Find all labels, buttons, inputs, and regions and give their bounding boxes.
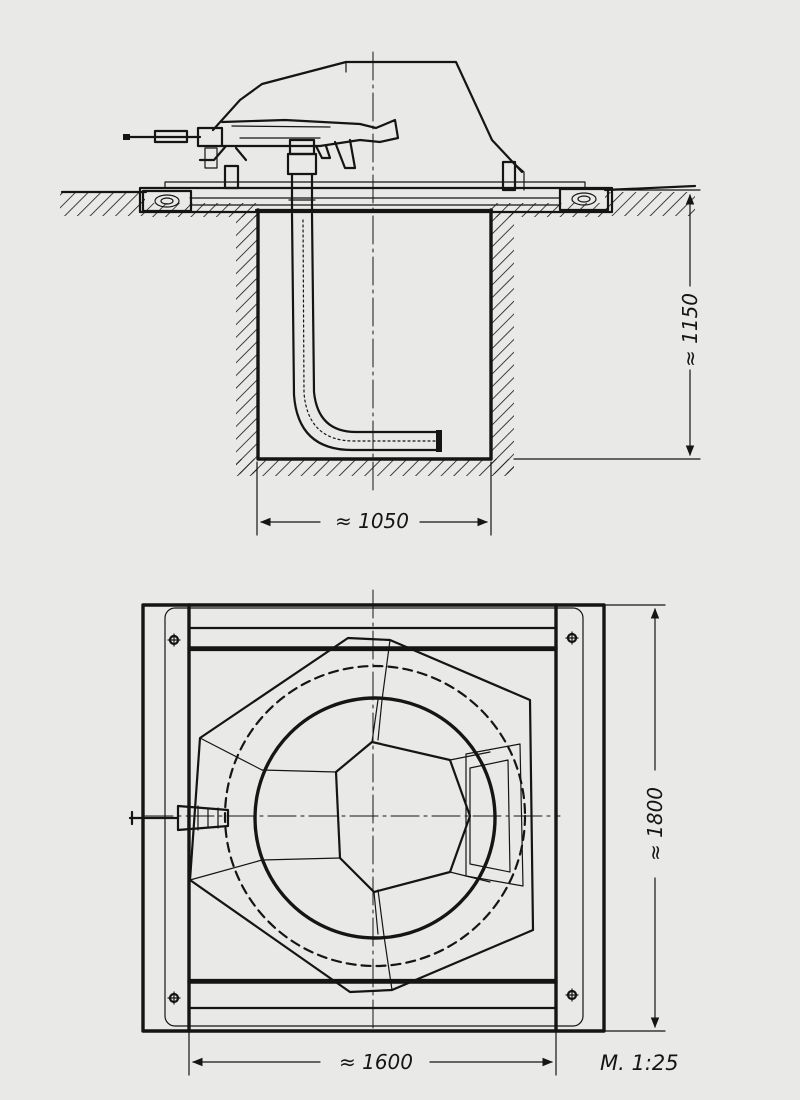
scale-label: M. 1:25	[600, 1051, 679, 1075]
hatch-circle	[253, 696, 497, 940]
machine-gun	[123, 118, 525, 192]
plan-length-label: ≈ 1800	[643, 787, 667, 861]
depth-dimension: ≈ 1150	[513, 189, 702, 460]
ground-line	[60, 184, 697, 194]
ammunition-chute	[290, 212, 442, 452]
depth-label: ≈ 1150	[678, 293, 702, 367]
gun-shield	[211, 60, 524, 174]
pit-outline	[256, 208, 493, 461]
mounting-frame	[138, 181, 614, 214]
pintle-post	[286, 138, 318, 214]
plan-length-dimension: ≈ 1800	[603, 604, 667, 1032]
cupola-hexagon	[334, 740, 472, 894]
pit-width-dimension: ≈ 1050	[256, 461, 492, 536]
corner-bolts	[167, 631, 579, 1005]
plan-width-label: ≈ 1600	[339, 1050, 413, 1074]
plan-view: ≈ 1800 ≈ 1600 M. 1:25	[128, 589, 679, 1076]
plan-width-dimension: ≈ 1600	[188, 1032, 557, 1076]
pit-width-label: ≈ 1050	[335, 509, 409, 533]
barrel-stub	[128, 804, 230, 832]
section-view: ≈ 1150 ≈ 1050	[60, 51, 702, 536]
earth-hatching	[60, 192, 695, 476]
